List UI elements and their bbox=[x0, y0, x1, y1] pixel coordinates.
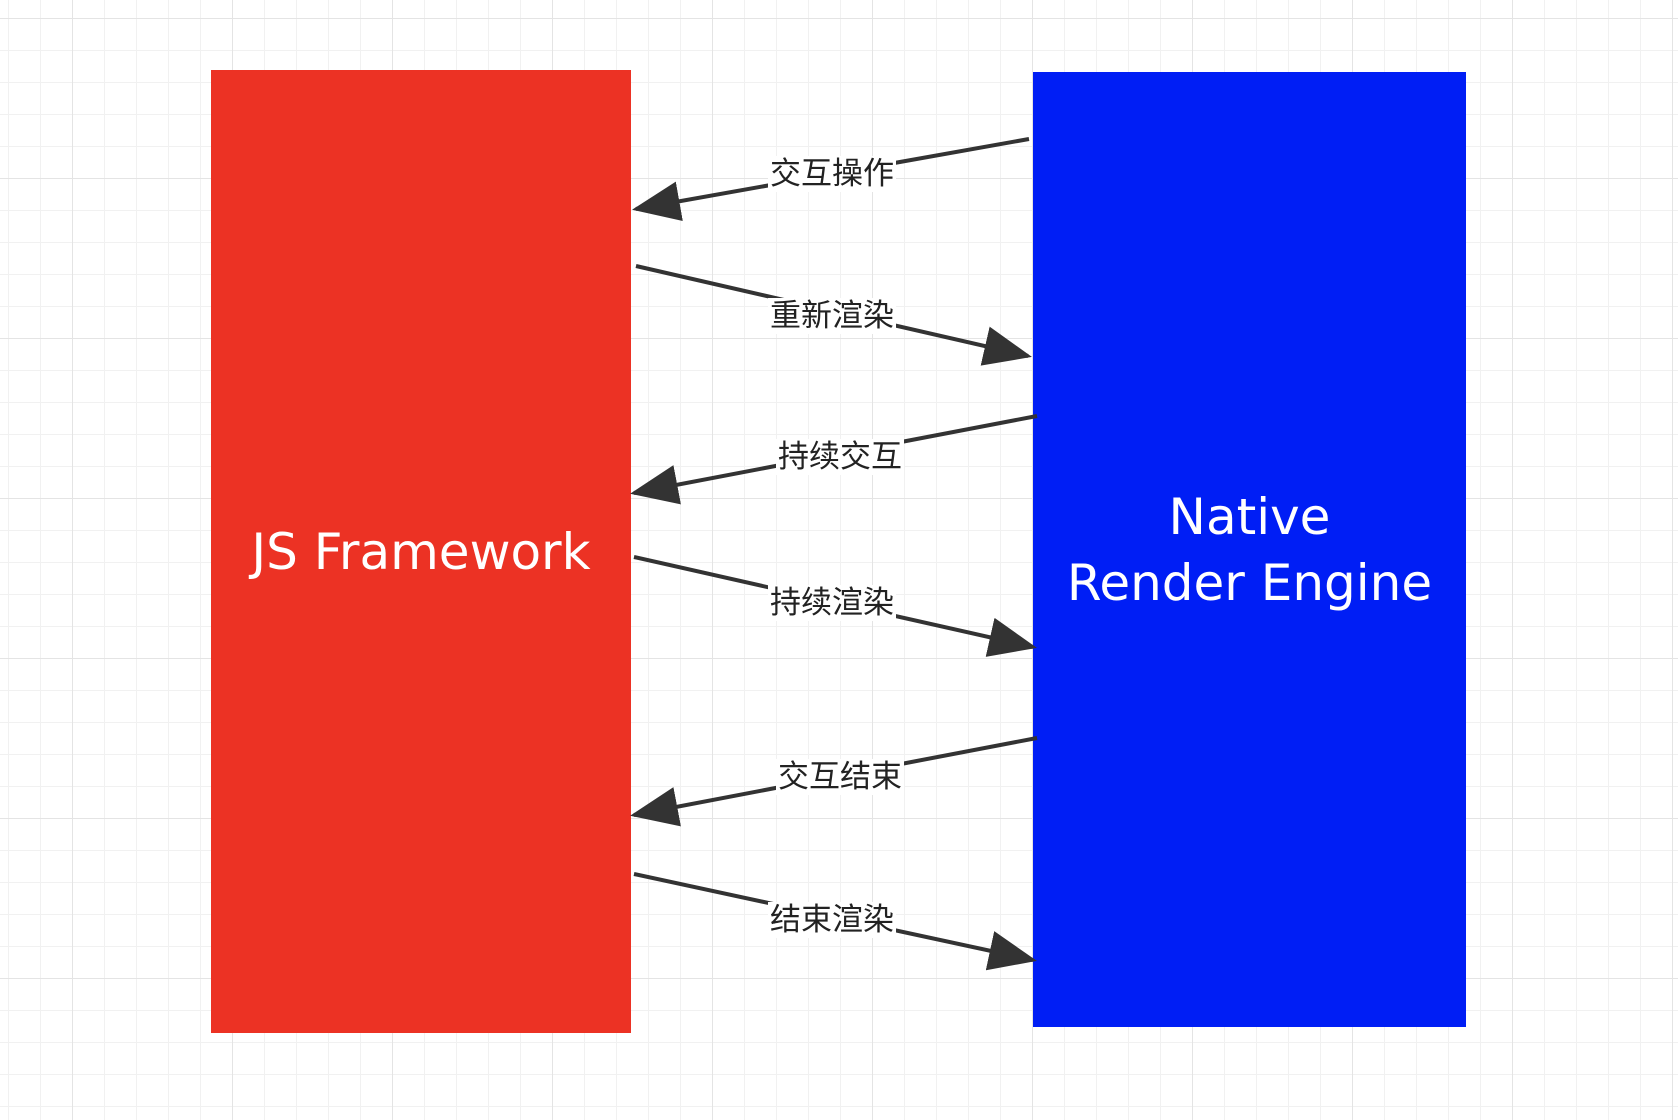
edge-label-interaction: 交互操作 bbox=[768, 156, 896, 192]
edge-label-continuous-render: 持续渲染 bbox=[768, 585, 896, 621]
edge-label-interaction-end: 交互结束 bbox=[776, 759, 904, 795]
js-framework-label: JS Framework bbox=[251, 522, 591, 581]
edge-label-end-render: 结束渲染 bbox=[768, 902, 896, 938]
native-render-engine-box: Native Render Engine bbox=[1033, 72, 1466, 1027]
js-framework-box: JS Framework bbox=[211, 70, 631, 1033]
native-render-engine-label: Native Render Engine bbox=[1066, 487, 1433, 612]
edge-label-rerender: 重新渲染 bbox=[768, 298, 896, 334]
edge-label-continuous-interaction: 持续交互 bbox=[776, 439, 904, 475]
